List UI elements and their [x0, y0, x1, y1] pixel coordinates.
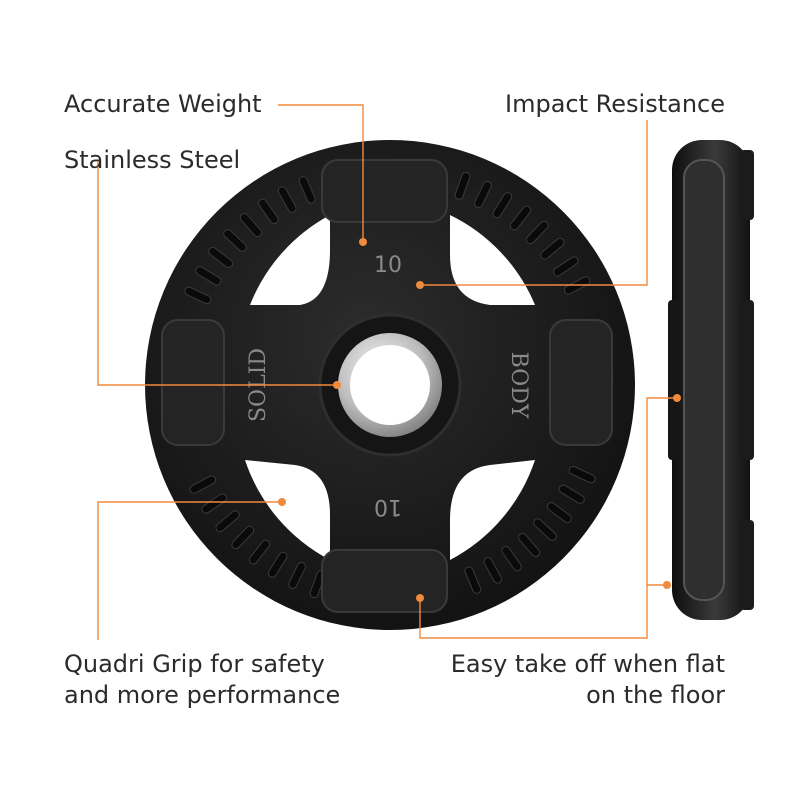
grip-slot	[454, 171, 471, 200]
callout-line-easy-takeoff	[419, 584, 668, 639]
grip-handle	[321, 549, 448, 613]
grip-slot	[518, 532, 541, 558]
grip-slot	[533, 518, 557, 541]
weight-marking-top: 10	[374, 253, 402, 278]
grip-slot	[239, 212, 262, 238]
callout-line-accurate-weight	[278, 104, 364, 240]
grip-slot	[552, 256, 579, 277]
grip-slot	[248, 539, 271, 565]
grip-slot	[474, 180, 492, 208]
plate-opening	[245, 460, 330, 560]
grip-slot	[277, 186, 297, 213]
callout-line-side	[646, 397, 676, 585]
grip-slot	[298, 176, 316, 204]
callout-lines	[97, 104, 676, 640]
label-easy-takeoff-line2: on the floor	[586, 681, 725, 709]
grip-slot	[558, 484, 585, 504]
grip-slot	[464, 566, 482, 594]
grip-slot	[208, 246, 234, 268]
label-easy-takeoff: Easy take off when flat on the floor	[451, 649, 725, 711]
grip-slot	[483, 557, 503, 584]
label-quadri-grip-line1: Quadri Grip for safety	[64, 650, 325, 678]
plate-opening	[450, 460, 535, 560]
grip-slot	[258, 198, 279, 225]
callout-line-stainless-steel	[97, 160, 335, 386]
grip-slot	[184, 286, 212, 305]
label-impact-resistance: Impact Resistance	[505, 90, 725, 118]
grip-slot	[546, 502, 572, 524]
callout-dot	[278, 498, 286, 506]
grip-slot	[201, 493, 228, 514]
weight-plate-front: 10 10 SOLID BODY	[145, 140, 635, 630]
callout-line-impact-resistance	[422, 120, 648, 286]
label-quadri-grip: Quadri Grip for safety and more performa…	[64, 649, 340, 711]
plate-opening	[450, 215, 535, 305]
grip-handle	[321, 159, 448, 223]
weight-plate-side	[668, 140, 754, 620]
callout-dot	[359, 238, 367, 246]
grip-slot	[223, 229, 247, 252]
callout-dot	[673, 394, 681, 402]
grip-handle	[161, 319, 225, 446]
grip-slots	[184, 171, 596, 599]
grip-slot	[215, 510, 240, 533]
label-stainless-steel: Stainless Steel	[64, 146, 241, 174]
callout-dot	[333, 381, 341, 389]
grip-slot	[288, 562, 306, 590]
weight-marking-bottom: 10	[374, 494, 402, 519]
brand-marking-right: BODY	[506, 352, 531, 419]
grip-slot	[568, 465, 596, 484]
grip-slot	[195, 266, 222, 286]
callout-dot	[663, 581, 671, 589]
grip-handle	[549, 319, 613, 446]
grip-slot	[509, 205, 532, 231]
grip-slot	[189, 475, 217, 494]
label-accurate-weight: Accurate Weight	[64, 90, 262, 118]
grip-slot	[540, 237, 565, 260]
callout-line-quadri-grip	[97, 501, 280, 640]
label-quadri-grip-line2: and more performance	[64, 681, 341, 709]
grip-slot	[267, 551, 288, 578]
grip-slot	[492, 192, 513, 219]
callout-dots	[278, 238, 681, 602]
plate-opening	[250, 215, 330, 305]
callout-dot	[416, 281, 424, 289]
callout-dot	[416, 594, 424, 602]
grip-slot	[525, 220, 549, 245]
label-easy-takeoff-line1: Easy take off when flat	[450, 650, 725, 678]
grip-slot	[231, 525, 255, 550]
grip-slot	[501, 545, 522, 572]
